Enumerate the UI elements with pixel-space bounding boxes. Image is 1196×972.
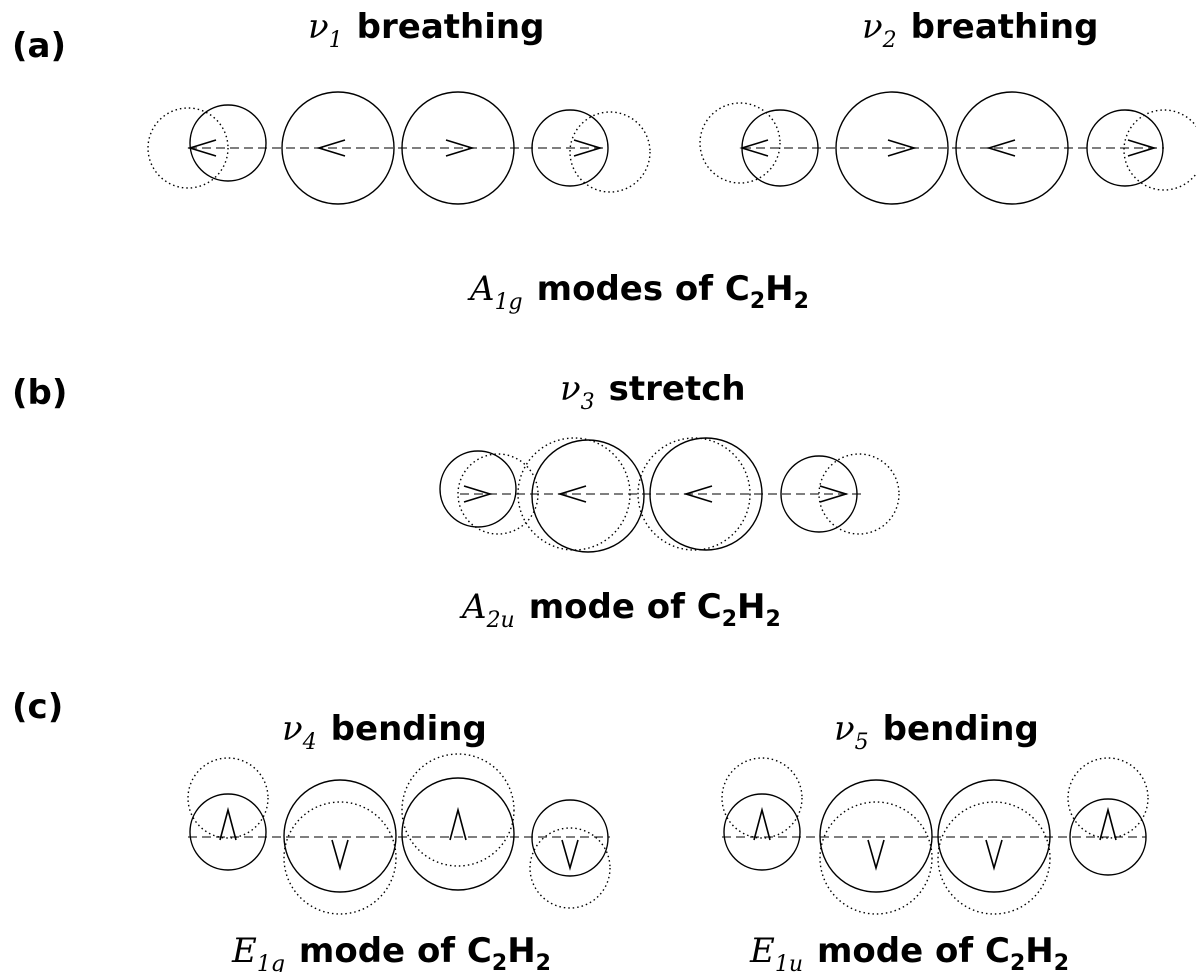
displaced-carbon-atom — [819, 801, 933, 915]
displaced-carbon-atom — [283, 801, 397, 915]
up-arrow-icon — [1099, 806, 1117, 841]
hydrogen-atom — [1069, 798, 1147, 876]
hydrogen-atom — [189, 104, 267, 182]
right-arrow-icon — [573, 139, 603, 157]
carbon-atom — [531, 439, 645, 553]
panel-a-label: (a) — [12, 26, 66, 66]
left-arrow-icon — [187, 139, 217, 157]
down-arrow-icon — [985, 839, 1003, 871]
hydrogen-atom — [531, 109, 609, 187]
carbon-atom — [835, 91, 949, 205]
left-arrow-icon — [683, 485, 713, 503]
right-arrow-icon — [463, 485, 493, 503]
molecule-nu5 — [721, 757, 1149, 915]
displaced-hydrogen-atom — [721, 757, 803, 839]
down-arrow-icon — [561, 839, 579, 871]
hydrogen-atom — [189, 793, 267, 871]
right-arrow-icon — [445, 139, 475, 157]
up-arrow-icon — [753, 806, 771, 841]
displaced-hydrogen-atom — [818, 453, 900, 535]
displaced-hydrogen-atom — [699, 102, 781, 184]
displaced-hydrogen-atom — [457, 453, 539, 535]
hydrogen-atom — [1086, 109, 1164, 187]
hydrogen-atom — [439, 450, 517, 528]
displaced-carbon-atom — [937, 801, 1051, 915]
up-arrow-icon — [219, 806, 237, 841]
up-arrow-icon — [449, 806, 467, 841]
hydrogen-atom — [723, 793, 801, 871]
displaced-hydrogen-atom — [187, 757, 269, 839]
molecule-nu3 — [439, 437, 900, 553]
panel-c-label: (c) — [12, 687, 63, 727]
displaced-carbon-atom — [401, 753, 515, 867]
displaced-carbon-atom — [517, 437, 631, 551]
left-arrow-icon — [316, 139, 346, 157]
displaced-hydrogen-atom — [1123, 109, 1196, 191]
carbon-atom — [649, 437, 763, 551]
right-arrow-icon — [887, 139, 917, 157]
left-arrow-icon — [739, 139, 769, 157]
molecule-nu4 — [187, 753, 611, 915]
left-arrow-icon — [557, 485, 587, 503]
hydrogen-atom — [780, 455, 858, 533]
molecule-nu2 — [699, 91, 1196, 205]
displaced-carbon-atom — [637, 437, 751, 551]
hydrogen-atom — [531, 799, 609, 877]
panel-b-label: (b) — [12, 373, 67, 413]
carbon-atom — [281, 91, 395, 205]
carbon-atom — [955, 91, 1069, 205]
displaced-hydrogen-atom — [569, 111, 651, 193]
displaced-hydrogen-atom — [1067, 757, 1149, 839]
carbon-atom — [283, 779, 397, 893]
down-arrow-icon — [867, 839, 885, 871]
displaced-hydrogen-atom — [529, 827, 611, 909]
right-arrow-icon — [819, 485, 849, 503]
molecule-nu1 — [147, 91, 651, 205]
carbon-atom — [937, 779, 1051, 893]
right-arrow-icon — [1127, 139, 1157, 157]
displaced-hydrogen-atom — [147, 107, 229, 189]
carbon-atom — [401, 777, 515, 891]
left-arrow-icon — [986, 139, 1016, 157]
down-arrow-icon — [331, 839, 349, 871]
carbon-atom — [819, 779, 933, 893]
carbon-atom — [401, 91, 515, 205]
